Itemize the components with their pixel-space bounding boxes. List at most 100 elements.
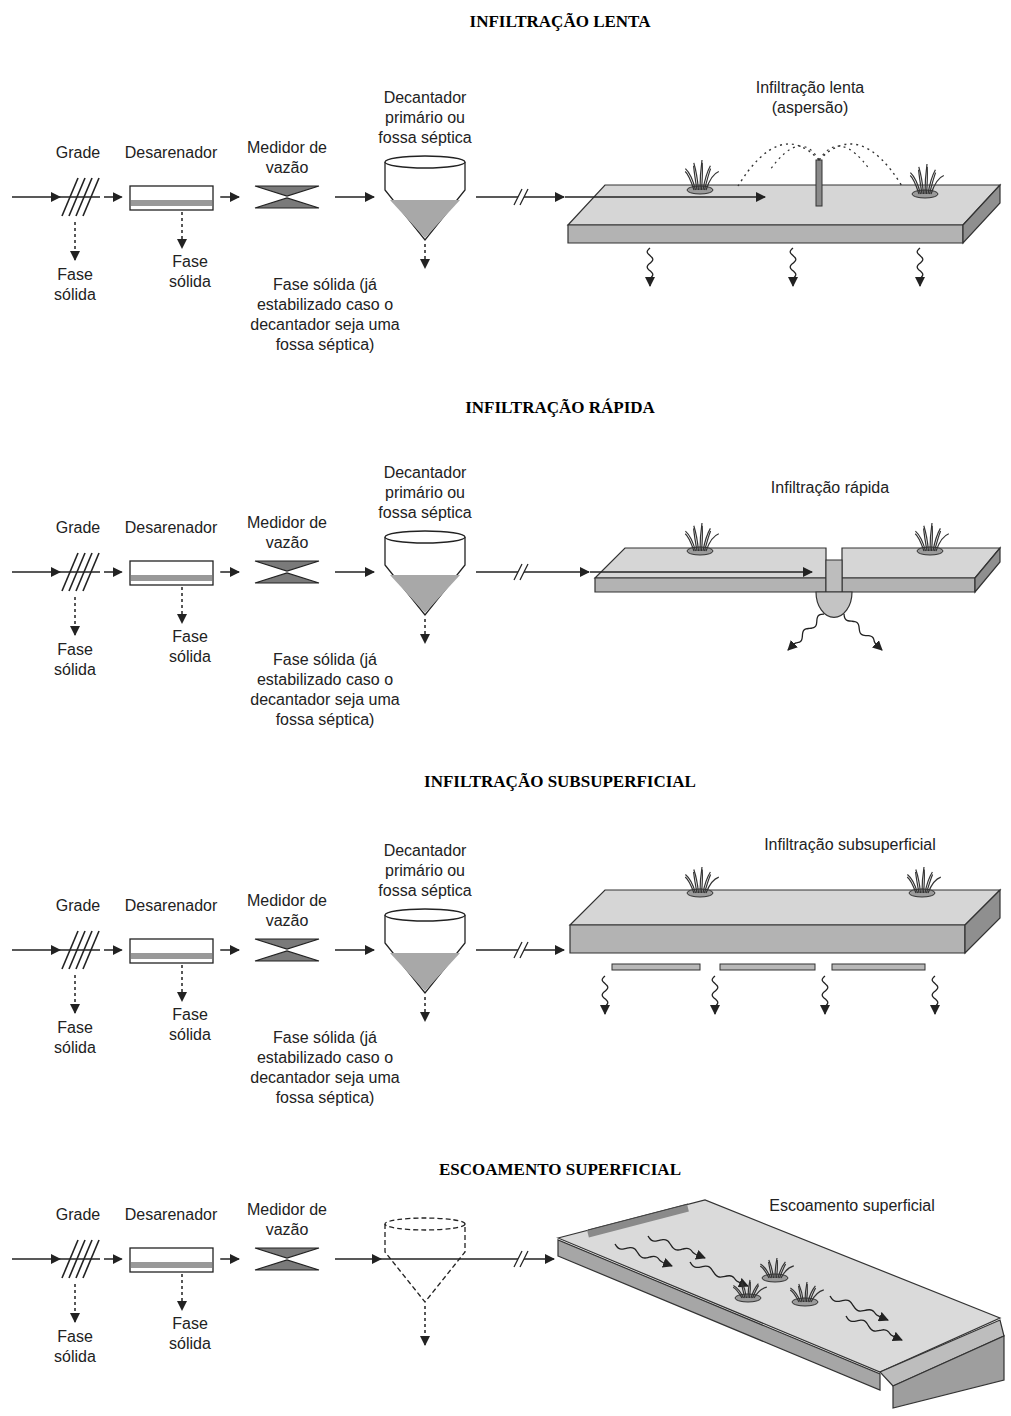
plant-blade [924,526,929,551]
sludge-arrow [424,244,426,268]
collection-channel [893,1336,1004,1408]
settling-tank [385,537,465,615]
process-unit: Decantador primário ou fossa séptica [375,463,475,617]
inflow-arrow [12,1258,60,1260]
grit-chamber [130,939,213,963]
settling-tank-top [385,156,465,168]
plant-blade [775,1258,777,1278]
flow-meter [255,1260,319,1270]
percolation-arrow [615,1244,672,1266]
flow-arrow [104,196,122,198]
unit-label: Infiltração lenta (aspersão) [750,78,870,118]
settling-tank [385,915,465,993]
plant-blade [931,526,933,551]
settling-tank [385,1224,465,1302]
treatment-area: Infiltração subsuperficial [565,835,1005,1025]
unit-label: Medidor de vazão [242,138,332,178]
bar-screen [83,553,99,591]
soil-face [842,578,975,592]
spray [819,144,902,186]
sludge-label: Fase sólida (já estabilizado caso o deca… [238,275,413,355]
plant-blade [706,877,719,893]
plant-blade [749,1282,751,1298]
flow-arrow [104,571,122,573]
grit-layer [131,200,212,206]
process-unit: Medidor de vazão [240,891,334,965]
plant-blade [754,1287,767,1298]
sludge-label: Fase sólida [47,1327,103,1367]
grit-layer [131,575,212,581]
bar-screen [62,931,78,969]
distribution-pipe [612,964,700,970]
unit-label: Grade [56,896,100,916]
process-unit: Medidor de vazão [240,138,334,212]
distribution-channel [588,1204,688,1230]
row-title: ESCOAMENTO SUPERFICIAL [439,1160,681,1180]
bar-screen [69,178,85,216]
distribution-channel [588,1208,688,1234]
sludge-arrow [74,597,76,635]
sludge-label: Fase sólida [162,1005,218,1045]
grit-chamber [130,1248,213,1272]
plant-blade [923,870,925,893]
unit-label: Desarenador [125,896,218,916]
inflow-arrow [12,571,60,573]
process-unit: Grade [53,143,103,218]
bar-screen [62,553,78,591]
sludge-arrow [424,619,426,643]
process-unit: Desarenador [123,518,220,589]
row-title: INFILTRAÇÃO SUBSUPERFICIAL [424,772,696,792]
unit-label: Desarenador [125,143,218,163]
settling-tank-top [385,1218,465,1230]
flow-arrow [335,949,374,951]
spray [770,146,819,170]
unit-label: Decantador primário ou fossa séptica [377,463,473,523]
plant-blade [700,867,702,893]
sludge-arrow [74,1284,76,1322]
percolation-arrow [712,976,718,1014]
sludge-label: Fase sólida [47,265,103,305]
settling-tank [385,162,465,240]
inflow-arrow [12,196,60,198]
unit-label: Grade [56,1205,100,1225]
percolation-arrow [932,976,938,1014]
flow-meter [255,939,319,949]
flow-arrow [104,949,122,951]
break-mark [520,942,528,958]
plant-blade [706,534,719,551]
percolation-arrow [690,1262,748,1286]
row-title: INFILTRAÇÃO RÁPIDA [465,398,655,418]
flow-meter [255,186,319,196]
percolation-arrow [822,976,828,1014]
bar-screen [76,553,92,591]
row-title: INFILTRAÇÃO LENTA [470,12,651,32]
process-unit: Grade [53,1205,103,1280]
flow-meter [255,198,319,208]
inflow-line [60,949,100,951]
distribution-pipe [832,964,925,970]
plant-blade [701,870,703,893]
spray [819,146,870,170]
flow-meter [255,1248,319,1258]
sludge-label: Fase sólida [47,1018,103,1058]
process-unit: Decantador primário ou fossa séptica [375,841,475,995]
percolation-arrow [647,248,653,286]
inflow-line [60,571,100,573]
plant-blade [806,1284,808,1302]
arrow-head [372,1254,382,1264]
sludge-zone [390,575,460,613]
break-mark [520,1251,528,1267]
soil-face [568,225,963,243]
bar-screen [76,931,92,969]
flow-arrow [335,571,374,573]
unit-label: Grade [56,143,100,163]
treatment-area: Escoamento superficial [555,1196,1005,1408]
flow-meter [255,561,319,571]
sludge-zone [390,953,460,991]
plant-blade [769,1260,774,1278]
plant-blade [922,867,924,893]
unit-label: Medidor de vazão [242,1200,332,1240]
soil-surface [568,185,1000,225]
plant-blade [916,870,921,893]
bar-screen [69,931,85,969]
